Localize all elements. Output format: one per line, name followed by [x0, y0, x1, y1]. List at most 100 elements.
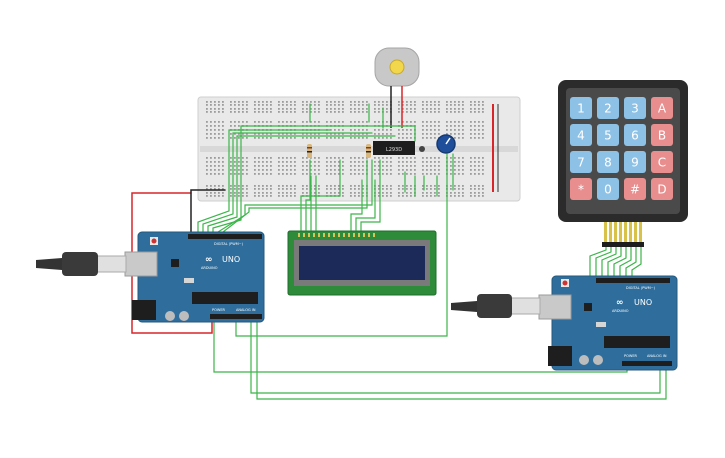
breadboard-hole — [286, 195, 288, 197]
wire-green[interactable] — [207, 135, 396, 233]
wire-green[interactable] — [250, 319, 661, 394]
keypad-key[interactable]: B — [651, 124, 673, 146]
wire-gnd-black[interactable] — [190, 189, 226, 233]
breadboard-hole — [438, 192, 440, 194]
breadboard-hole — [286, 104, 288, 106]
keypad-key[interactable]: 5 — [597, 124, 619, 146]
breadboard-hole — [422, 104, 424, 106]
breadboard-hole — [286, 101, 288, 103]
keypad-key[interactable]: D — [651, 178, 673, 200]
wire-green[interactable] — [222, 159, 368, 233]
potentiometer[interactable] — [436, 134, 456, 154]
breadboard-hole — [310, 169, 312, 171]
breadboard-hole — [410, 137, 412, 139]
wire-green[interactable] — [355, 179, 376, 231]
keypad-key[interactable]: C — [651, 151, 673, 173]
keypad-key[interactable]: 2 — [597, 97, 619, 119]
wire-green[interactable] — [212, 125, 416, 233]
breadboard-hole — [242, 157, 244, 159]
motor-driver-ic[interactable]: L293D — [373, 141, 415, 155]
breadboard-hole — [282, 195, 284, 197]
resistor-1[interactable] — [307, 144, 312, 158]
resistor-2[interactable] — [366, 144, 371, 158]
breadboard-hole — [354, 133, 356, 135]
keypad-key[interactable]: 3 — [624, 97, 646, 119]
keypad-key[interactable]: 8 — [597, 151, 619, 173]
breadboard-hole — [482, 104, 484, 106]
board-brand-label: ARDUINO — [612, 309, 629, 313]
breadboard-hole — [242, 104, 244, 106]
wire-green[interactable] — [350, 179, 363, 231]
breadboard-hole — [282, 185, 284, 187]
breadboard-hole — [478, 121, 480, 123]
breadboard-hole — [206, 111, 208, 113]
breadboard-hole — [474, 195, 476, 197]
power-jack-icon — [132, 300, 156, 320]
wire-green[interactable] — [256, 319, 667, 400]
wire-green[interactable] — [235, 153, 448, 337]
key-cap — [651, 151, 673, 173]
breadboard-hole — [254, 157, 256, 159]
dc-motor[interactable] — [374, 47, 420, 128]
keypad-key[interactable]: A — [651, 97, 673, 119]
breadboard-hole — [390, 165, 392, 167]
wire-green[interactable] — [360, 159, 381, 231]
breadboard-hole — [206, 101, 208, 103]
keypad-key[interactable]: * — [570, 178, 592, 200]
breadboard-hole — [434, 157, 436, 159]
keypad-key[interactable]: 0 — [597, 178, 619, 200]
arduino-uno-right[interactable]: ∞ UNO ARDUINO POWER ANALOG IN DIGITAL (P… — [451, 275, 678, 371]
breadboard-hole — [462, 104, 464, 106]
keypad-key[interactable]: 6 — [624, 124, 646, 146]
keypad-key[interactable]: 9 — [624, 151, 646, 173]
keypad-key[interactable]: 4 — [570, 124, 592, 146]
breadboard-hole — [430, 192, 432, 194]
breadboard-hole — [234, 111, 236, 113]
breadboard-hole — [338, 185, 340, 187]
breadboard-hole — [334, 104, 336, 106]
breadboard-hole — [314, 165, 316, 167]
breadboard-hole — [246, 133, 248, 135]
breadboard-hole — [434, 125, 436, 127]
breadboard-hole — [242, 188, 244, 190]
push-button[interactable] — [419, 146, 425, 152]
breadboard-hole — [358, 133, 360, 135]
wire-green[interactable] — [197, 129, 331, 233]
breadboard-hole — [358, 161, 360, 163]
wire-5v-red[interactable] — [131, 192, 213, 334]
keypad-key[interactable]: # — [624, 178, 646, 200]
breadboard-hole — [318, 101, 320, 103]
lcd-display[interactable] — [287, 230, 437, 296]
breadboard-hole — [462, 121, 464, 123]
breadboard-hole — [414, 165, 416, 167]
breadboard-hole — [258, 173, 260, 175]
keypad-key[interactable]: 1 — [570, 97, 592, 119]
breadboard-hole — [446, 129, 448, 131]
wire-green[interactable] — [305, 159, 311, 231]
breadboard-hole — [230, 125, 232, 127]
breadboard-hole — [434, 173, 436, 175]
breadboard-hole — [470, 108, 472, 110]
wire-green[interactable] — [300, 159, 341, 231]
breadboard-hole — [342, 133, 344, 135]
key-label: * — [578, 183, 584, 197]
breadboard-hole — [482, 121, 484, 123]
breadboard-hole — [318, 188, 320, 190]
breadboard-hole — [290, 169, 292, 171]
breadboard-hole — [286, 133, 288, 135]
breadboard-hole — [290, 195, 292, 197]
breadboard[interactable] — [197, 96, 521, 202]
breadboard-hole — [286, 137, 288, 139]
breadboard-hole — [318, 104, 320, 106]
capacitor-icon — [165, 311, 175, 321]
power-label: POWER — [624, 354, 638, 358]
keypad-key[interactable]: 7 — [570, 151, 592, 173]
wire-green[interactable] — [202, 132, 373, 233]
key-label: 2 — [604, 102, 612, 116]
wire-green[interactable] — [217, 159, 373, 233]
arduino-uno-left[interactable]: ∞ UNO ARDUINO POWER ANALOG IN DIGITAL (P… — [36, 231, 265, 323]
breadboard-hole — [342, 165, 344, 167]
wire-green[interactable] — [589, 227, 607, 279]
lcd-pin — [298, 233, 300, 237]
